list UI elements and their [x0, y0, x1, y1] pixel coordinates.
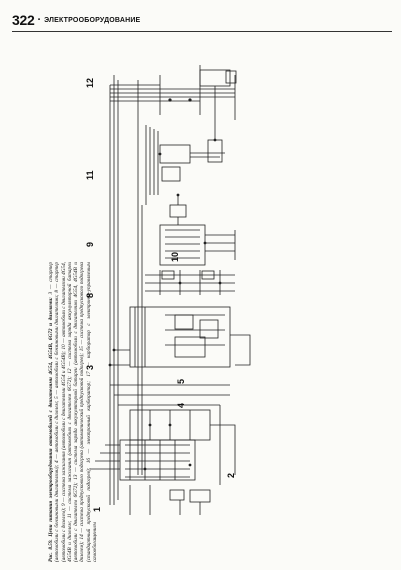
figure-legend: 3 — стартер (автомобили с бензиновыми дв… — [48, 262, 99, 562]
page-header: 322 · ЭЛЕКТРООБОРУДОВАНИЕ — [12, 12, 140, 28]
section-title: ЭЛЕКТРООБОРУДОВАНИЕ — [44, 16, 141, 24]
figure-caption-box: Рис. 8.59. Цепи питания электрооборудова… — [48, 262, 128, 562]
figure-caption: Рис. 8.59. Цепи питания электрооборудова… — [48, 262, 128, 562]
wiring-diagram — [90, 65, 251, 515]
page-number: 322 — [12, 12, 35, 28]
header-separator: · — [37, 14, 42, 26]
header-rule — [12, 31, 392, 32]
